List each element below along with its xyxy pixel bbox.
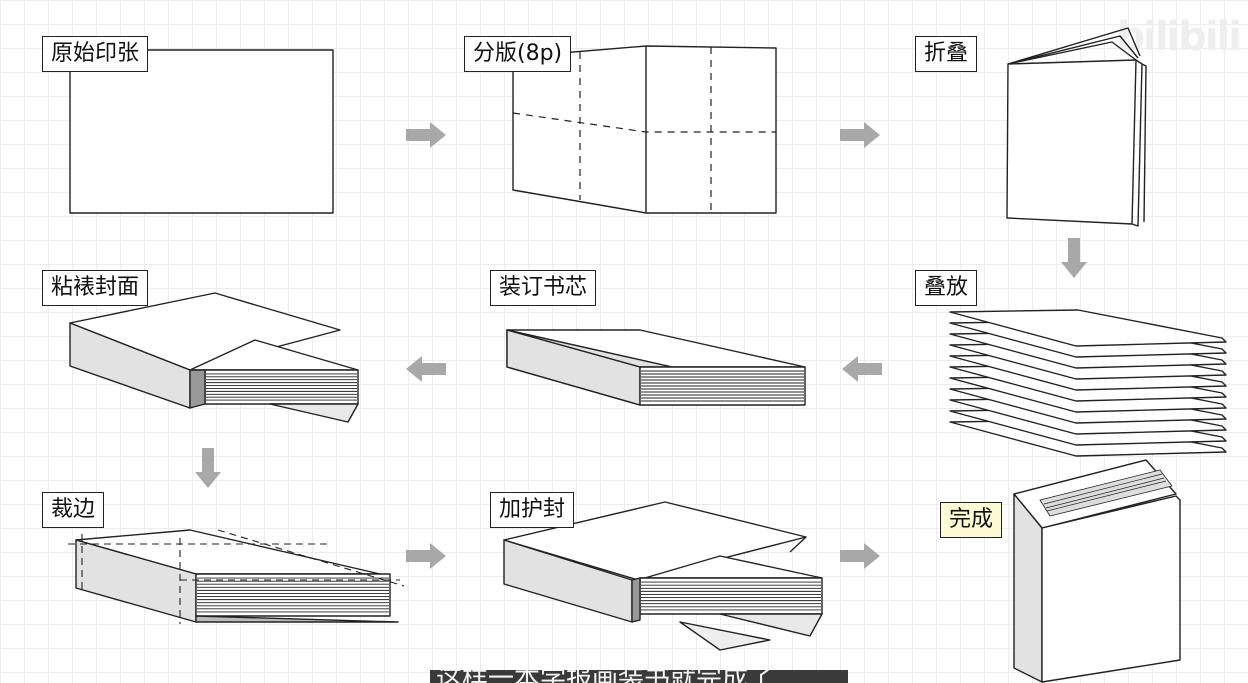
dust-jacket: [503, 501, 823, 651]
watermark: bilibili: [1116, 14, 1242, 60]
stacked-signatures: [949, 309, 1227, 457]
arrow-right-icon: [406, 122, 446, 148]
step-label-done: 完成: [940, 502, 1003, 538]
arrow-right-icon: [840, 122, 880, 148]
cover-glued: [69, 292, 359, 423]
step-label-glue-cover: 粘裱封面: [42, 270, 149, 306]
folded-signature: [1006, 27, 1147, 227]
arrow-right-icon: [406, 543, 446, 569]
arrow-down-icon: [195, 448, 221, 488]
step-label-fold: 折叠: [915, 36, 978, 72]
arrow-left-icon: [406, 356, 446, 382]
arrow-right-icon: [840, 543, 880, 569]
signature-layer: [949, 309, 1227, 347]
subtitle-text: 这样一本学报画装书就完成了: [436, 670, 774, 683]
finished-book: [1013, 459, 1181, 683]
original-sheet: [69, 49, 334, 214]
step-label-dust-jacket: 加护封: [490, 492, 575, 528]
trimming: [68, 529, 405, 624]
step-label-trim: 裁边: [42, 492, 105, 528]
arrow-down-icon: [1061, 238, 1087, 278]
book-block: [506, 329, 806, 406]
video-subtitle: 这样一本学报画装书就完成了: [430, 670, 848, 683]
arrow-left-icon: [842, 356, 882, 382]
step-label-bind-block: 装订书芯: [490, 270, 597, 306]
step-label-original-sheet: 原始印张: [42, 36, 149, 72]
imposition-sheet: [512, 45, 777, 214]
step-label-imposition: 分版(8p): [464, 36, 572, 72]
step-label-stack: 叠放: [915, 270, 978, 306]
